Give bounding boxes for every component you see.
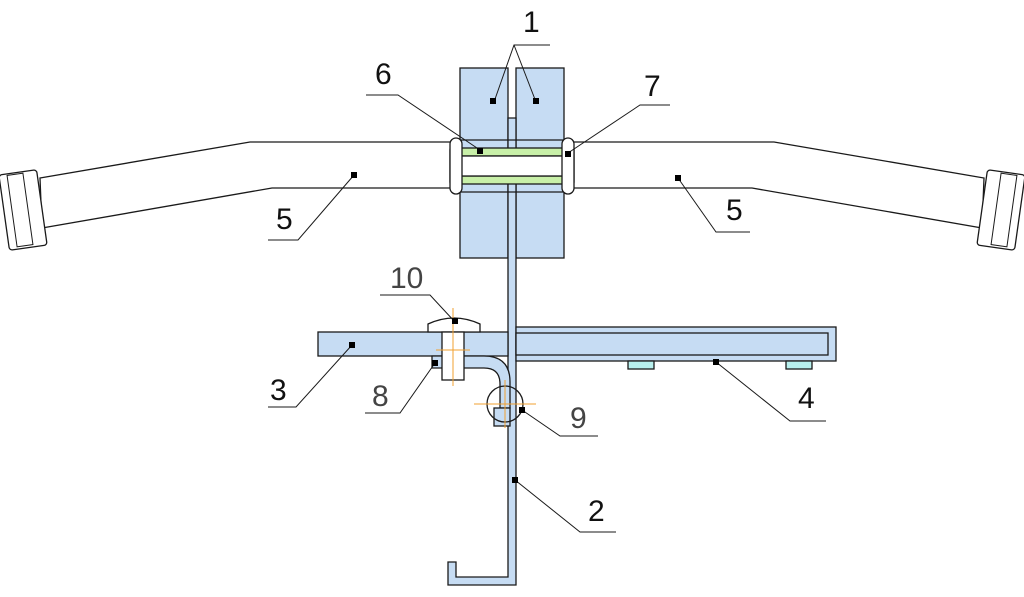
right-arm-part-5: [565, 141, 1024, 251]
part-labels: 1 2 3 4 5 5 6 7 8 9 10: [270, 6, 815, 528]
label-10: 10: [390, 262, 423, 295]
left-arm-part-5: [0, 141, 459, 251]
label-5-left: 5: [276, 203, 293, 236]
crossbar-part-3: [317, 331, 509, 357]
label-9: 9: [570, 402, 587, 435]
label-8: 8: [372, 380, 389, 413]
label-3: 3: [270, 374, 287, 407]
left-arm-end-cap: [0, 169, 48, 251]
label-7: 7: [644, 70, 661, 103]
pins-part-6: [459, 147, 565, 185]
label-5-right: 5: [726, 194, 743, 227]
label-6: 6: [375, 58, 392, 91]
label-2: 2: [588, 495, 605, 528]
right-arm-end-cap: [976, 169, 1024, 251]
label-1: 1: [523, 6, 540, 39]
leader-lines: [268, 44, 826, 533]
bracket-part-8: [431, 355, 511, 427]
label-4: 4: [798, 382, 815, 415]
channel-part-4: [515, 326, 837, 370]
hinge-part-9: [474, 380, 536, 428]
